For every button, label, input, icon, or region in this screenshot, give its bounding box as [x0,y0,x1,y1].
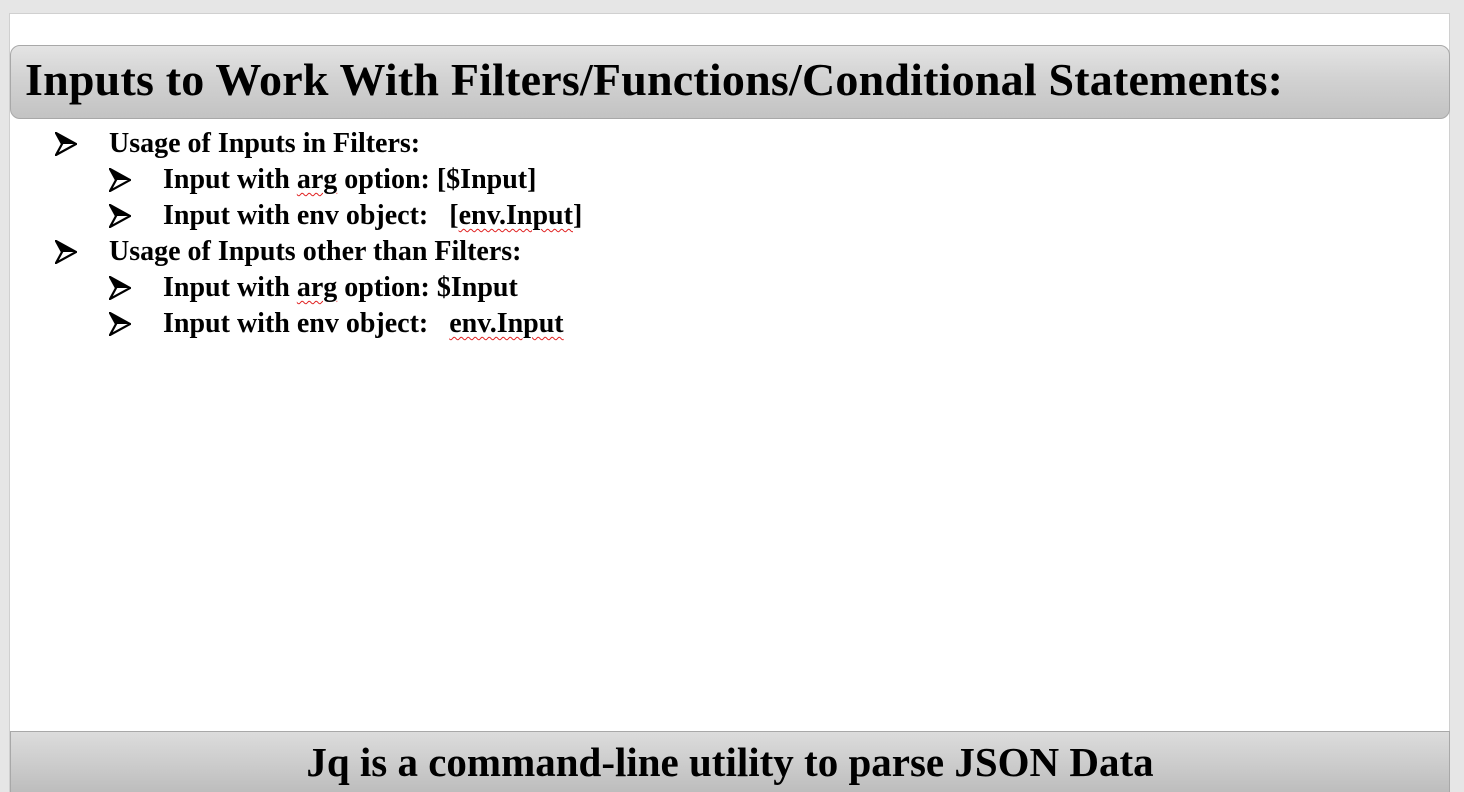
list-item: Input with env object: env.Input [109,306,564,342]
bullet-text-prefix: Input with [163,164,297,195]
slide-canvas [9,13,1450,792]
bullet-text-prefix: Input with env object: [ [163,200,459,231]
arrowhead-bullet-icon [55,132,79,156]
spellcheck-flagged-word: env.Input [449,308,564,339]
arrowhead-bullet-icon [109,276,133,300]
title-bar: Inputs to Work With Filters/Functions/Co… [10,45,1450,119]
list-item: Input with arg option: $Input [109,270,518,306]
bullet-text-prefix: Input with [163,272,297,303]
bullet-text: Usage of Inputs other than Filters: [109,236,522,267]
spellcheck-flagged-word: arg [296,272,338,303]
slide-title: Inputs to Work With Filters/Functions/Co… [25,54,1284,105]
footer-bar: Jq is a command-line utility to parse JS… [10,731,1450,792]
arrowhead-bullet-icon [55,240,79,264]
bullet-text: Usage of Inputs in Filters: [109,128,421,159]
bullet-text-suffix: option: $Input [337,272,518,303]
spellcheck-flagged-word: arg [296,164,338,195]
list-item: Input with env object: [env.Input] [109,198,582,234]
arrowhead-bullet-icon [109,204,133,228]
arrowhead-bullet-icon [109,312,133,336]
list-item: Input with arg option: [$Input] [109,162,536,198]
list-item: Usage of Inputs other than Filters: [55,234,521,270]
bullet-text-suffix: option: [$Input] [337,164,537,195]
bullet-text-suffix: ] [572,200,583,231]
slide-footer: Jq is a command-line utility to parse JS… [306,739,1154,785]
arrowhead-bullet-icon [109,168,133,192]
spellcheck-flagged-word: env.Input [458,200,573,231]
list-item: Usage of Inputs in Filters: [55,126,420,162]
bullet-text-prefix: Input with env object: [163,308,450,339]
